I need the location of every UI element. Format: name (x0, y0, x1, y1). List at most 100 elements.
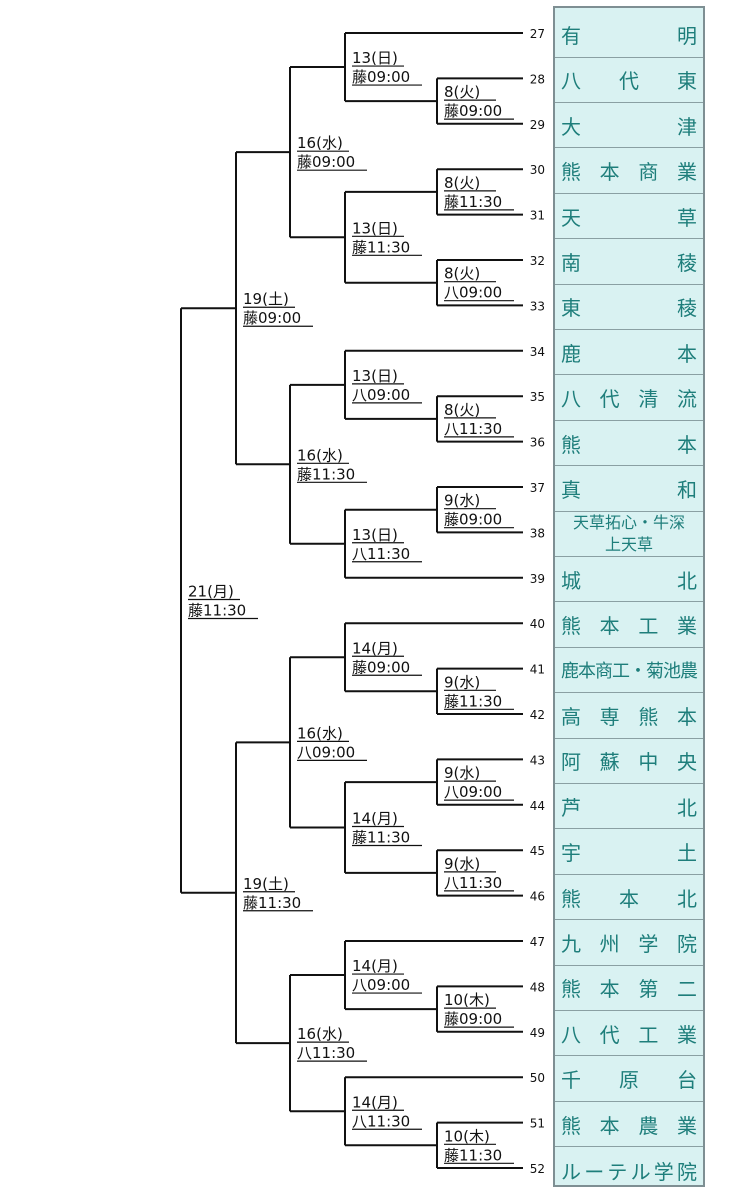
seed-number: 28 (530, 72, 545, 86)
match-date: 14(月) (352, 1093, 398, 1111)
seed-number: 52 (530, 1162, 545, 1176)
match-date: 13(日) (352, 49, 398, 67)
match-time: 藤11:30 (444, 692, 502, 710)
team-name: 阿蘇中央 (561, 750, 697, 775)
team-name: 宇土 (561, 841, 697, 866)
team-row: 熊本商業 (555, 149, 703, 194)
match-date: 19(土) (243, 875, 289, 893)
team-name: 八代工業 (561, 1022, 697, 1047)
seed-number: 30 (530, 163, 545, 177)
match-time: 八09:00 (297, 743, 355, 761)
team-name: 南稜 (561, 251, 697, 275)
seed-number: 47 (530, 935, 545, 949)
seed-number: 29 (530, 118, 545, 132)
match-time: 藤11:30 (188, 602, 246, 620)
team-name: 熊本 (561, 432, 697, 457)
match-date: 9(水) (444, 764, 480, 782)
team-name: 九州学院 (561, 932, 697, 956)
team-row: 八代東 (555, 58, 703, 103)
team-name: 熊本商業 (561, 160, 697, 185)
team-column: 有明八代東大津熊本商業天草南稜東稜鹿本八代清流熊本真和天草拓心・牛深上天草城北熊… (553, 6, 705, 1187)
team-name: 千原台 (561, 1068, 697, 1093)
match-date: 16(水) (297, 724, 343, 742)
seed-number: 42 (530, 708, 545, 722)
match-date: 16(水) (297, 1025, 343, 1043)
seed-number: 33 (530, 299, 545, 313)
match-date: 14(月) (352, 810, 398, 828)
match-date: 9(水) (444, 492, 480, 510)
seed-number: 39 (530, 572, 545, 586)
match-date: 13(日) (352, 367, 398, 385)
seed-number: 41 (530, 663, 545, 677)
seed-number: 50 (530, 1071, 545, 1085)
seed-number: 40 (530, 617, 545, 631)
team-name: 大津 (561, 114, 697, 139)
match-date: 21(月) (188, 583, 234, 601)
team-row: 芦北 (555, 784, 703, 830)
seed-number: 49 (530, 1026, 545, 1040)
team-row: 南稜 (555, 240, 703, 285)
team-row: 東稜 (555, 285, 703, 330)
match-time: 藤09:00 (352, 658, 410, 676)
match-date: 13(日) (352, 219, 398, 237)
team-name: 八代東 (561, 69, 697, 94)
team-name: 有明 (561, 24, 697, 48)
match-time: 藤09:00 (444, 1010, 502, 1028)
seed-number: 36 (530, 436, 545, 450)
seed-number: 51 (530, 1117, 545, 1131)
match-date: 9(水) (444, 673, 480, 691)
match-date: 8(火) (444, 174, 480, 192)
team-row: 城北 (555, 557, 703, 603)
team-row: 真和 (555, 467, 703, 512)
team-row: 熊本北 (555, 875, 703, 921)
match-date: 13(日) (352, 526, 398, 544)
match-time: 八11:30 (352, 545, 410, 563)
match-time: 八11:30 (352, 1112, 410, 1130)
seed-number: 35 (530, 390, 545, 404)
team-name: 熊本農業 (561, 1113, 697, 1138)
match-time: 八11:30 (297, 1044, 355, 1062)
match-date: 8(火) (444, 401, 480, 419)
team-name: 熊本北 (561, 886, 697, 911)
team-name: 鹿本 (561, 341, 697, 366)
match-time: 藤09:00 (243, 309, 301, 327)
team-row: 鹿本 (555, 330, 703, 376)
match-date: 8(火) (444, 265, 480, 283)
match-time: 藤11:30 (444, 193, 502, 211)
match-time: 藤11:30 (444, 1146, 502, 1164)
match-date: 16(水) (297, 446, 343, 464)
team-name: ルーテル学院 (561, 1159, 697, 1184)
match-date: 14(月) (352, 639, 398, 657)
seed-number: 27 (530, 27, 545, 41)
seed-number: 46 (530, 890, 545, 904)
seed-number: 48 (530, 980, 545, 994)
team-row: ルーテル学院 (555, 1148, 703, 1193)
team-name: 天草拓心・牛深上天草 (572, 512, 685, 554)
match-time: 藤09:00 (297, 153, 355, 171)
seed-number: 38 (530, 526, 545, 540)
match-time: 藤11:30 (243, 894, 301, 912)
team-row: 九州学院 (555, 921, 703, 966)
team-row: 千原台 (555, 1057, 703, 1102)
seed-number: 37 (530, 481, 545, 495)
match-time: 八11:30 (444, 874, 502, 892)
team-row: 熊本 (555, 421, 703, 467)
team-name: 八代清流 (561, 387, 697, 412)
match-time: 八09:00 (444, 783, 502, 801)
team-row: 天草拓心・牛深上天草 (555, 512, 703, 557)
seed-number: 45 (530, 844, 545, 858)
team-row: 熊本第二 (555, 966, 703, 1011)
team-name: 城北 (561, 568, 697, 593)
seed-number: 32 (530, 254, 545, 268)
team-row: 八代清流 (555, 376, 703, 421)
match-date: 10(木) (444, 1127, 490, 1145)
team-row: 天草 (555, 194, 703, 240)
match-date: 14(月) (352, 957, 398, 975)
team-row: 大津 (555, 103, 703, 149)
match-time: 藤09:00 (444, 102, 502, 120)
team-name: 真和 (561, 478, 697, 502)
match-date: 19(土) (243, 290, 289, 308)
team-name: 熊本工業 (561, 614, 697, 639)
match-time: 藤11:30 (297, 465, 355, 483)
